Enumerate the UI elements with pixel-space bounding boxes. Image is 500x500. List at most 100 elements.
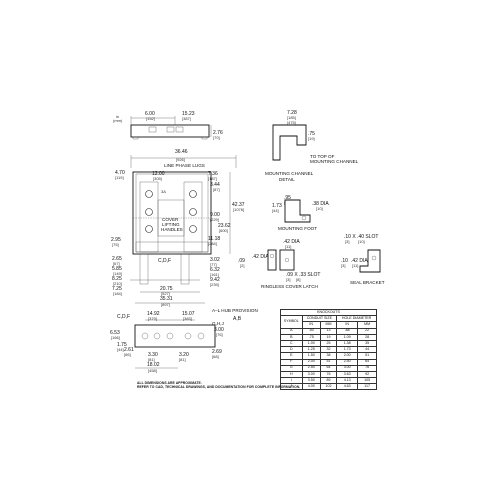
dim-300: 3.00 (214, 327, 224, 333)
left-lug-1 (145, 190, 153, 198)
dim-900-mm: [229] (210, 217, 219, 222)
top-view-foot-1 (132, 136, 139, 140)
top-view-body (130, 124, 210, 138)
mounting-foot: .95 [24] 1.73 [44] .38 DIA [10] MOUNTING… (272, 195, 329, 231)
dim-736-mm: [187] (208, 176, 217, 181)
top-view-hub-2 (166, 126, 175, 133)
dim-4237: 42.37 (232, 202, 245, 208)
dim-1118: 11.18 (208, 236, 220, 242)
dim-736: 7.36 (208, 171, 218, 177)
bottom-view-body (134, 324, 216, 348)
dim-1802-mm: [458] (148, 368, 157, 373)
latch-dia1-mm: [11] (285, 244, 291, 249)
a-l-hub-label: A–L HUB PROVISION (212, 308, 258, 313)
dim-261: 2.61 (124, 347, 134, 353)
dim-344-mm: [87] (213, 187, 220, 192)
units-legend: in (mm) (113, 114, 123, 123)
left-leg (139, 253, 149, 285)
dim-320-mm: [81] (179, 357, 186, 362)
dim-653: 6.53 (110, 330, 120, 336)
dim-320: 3.20 (179, 352, 189, 358)
dim-825-mm: [210] (113, 281, 122, 286)
ghj-label: G,H,J (212, 321, 224, 326)
right-lug-1 (189, 190, 197, 198)
dim-632-mm: [161] (210, 272, 219, 277)
mounting-channel-detail: 7.28 [185] [475] .75 [19] TO TOP OF MOUN… (265, 110, 359, 182)
dim-3531-mm: [897] (161, 302, 170, 307)
dim-942-mm: [239] (210, 282, 219, 287)
dim-175: 1.75 (117, 342, 127, 348)
mf-dim-173-mm: [44] (272, 208, 279, 213)
dim-295: 2.95 (111, 237, 121, 243)
dim-1118-mm: [284] (208, 241, 217, 246)
sb-d10-mm: [3] (341, 263, 345, 268)
sb-d10: .10 (341, 258, 348, 264)
dim-653-mm: [166] (111, 335, 120, 340)
drawing-notes: ALL DIMENSIONS ARE APPROXIMATE. REFER TO… (137, 381, 300, 389)
front-width: 36.46 (175, 149, 188, 155)
mc-note-1: TO TOP OF (310, 154, 335, 159)
left-lug-2 (145, 208, 153, 216)
dim-265: 2.65 (112, 256, 122, 262)
dim-725-mm: [184] (113, 291, 122, 296)
dim-330: 3.30 (148, 352, 158, 358)
mc-label-1: MOUNTING CHANNEL (265, 171, 314, 176)
dim-2362: 23.62 (218, 223, 231, 229)
dim-3a: 3A (161, 189, 166, 194)
dim-269-mm: [68] (212, 354, 219, 359)
sb-dia: .42 DIA (351, 258, 368, 264)
note-line-1: ALL DIMENSIONS ARE APPROXIMATE. (137, 381, 202, 385)
mc-dim-75-mm: [19] (308, 136, 315, 141)
right-leg (180, 253, 190, 285)
cover-lifting-label-2: LIFTING (162, 222, 180, 227)
mf-dia: .38 DIA (312, 201, 329, 207)
mf-dim-173: 1.73 (272, 203, 282, 209)
dim-175-mm: [44] (117, 347, 124, 352)
mc-dim-728-mm2: [475] (287, 120, 296, 125)
enclosure-body (132, 171, 212, 255)
dim-585: 5.85 (112, 266, 122, 272)
latch-part-a (267, 249, 277, 271)
dim-942: 9.42 (210, 277, 220, 283)
front-view: 36.46 [926] LINE PHASE LUGS 4.70 [119] 1… (111, 149, 245, 307)
table-cell: 117 (357, 383, 377, 391)
latch-d09-mm: [2] (240, 263, 244, 268)
dim-470: 4.70 (115, 170, 125, 176)
table-cell: 4.00 (301, 383, 321, 391)
latch-dia2: .42 DIA (252, 254, 269, 260)
latch-slot-mm2: [8] (296, 277, 300, 282)
dim-1200-mm: [305] (153, 176, 162, 181)
right-lug-3 (189, 225, 197, 233)
knockouts-table: KNOCKOUTS SYMBOL CONDUIT SIZE HOLE DIAME… (280, 308, 377, 391)
sb-dia-mm: [11] (352, 263, 358, 268)
line-phase-lugs-label: LINE PHASE LUGS (164, 163, 205, 168)
top-dim-15-mm: [387] (182, 116, 191, 121)
table-cell: 4.63 (336, 383, 359, 391)
right-lug-2 (189, 208, 197, 216)
note-line-2: REFER TO CAD, TECHNICAL DRAWINGS, AND DO… (137, 385, 301, 390)
dim-1507: 15.07 (182, 311, 195, 317)
dim-900: 9.00 (210, 212, 220, 218)
dim-300-mm: [76] (216, 332, 223, 337)
dim-261-mm: [66] (124, 352, 131, 357)
mounting-channel-shape (272, 124, 307, 161)
mounting-foot-shape (284, 199, 311, 223)
top-dim-6: 6.00 (145, 111, 155, 117)
dim-725: 7.25 (112, 286, 122, 292)
cover-lifting-label-1: COVER (162, 217, 179, 222)
top-dim-276: 2.76 (213, 130, 223, 136)
dim-2362-mm: [600] (219, 228, 228, 233)
dim-1507-mm: [383] (183, 316, 192, 321)
left-lug-3 (145, 225, 153, 233)
ko-header-symbol: SYMBOL (280, 315, 303, 329)
top-dim-276-mm: [70] (213, 135, 220, 140)
seal-bracket-shape (359, 249, 381, 273)
table-cell: 102 (319, 383, 338, 391)
top-dim-15: 15.23 (182, 111, 195, 117)
top-view-hub-1 (148, 126, 157, 133)
ab-label: A,B (233, 316, 242, 322)
units-in: in (116, 114, 119, 119)
front-width-mm: [926] (176, 157, 185, 162)
